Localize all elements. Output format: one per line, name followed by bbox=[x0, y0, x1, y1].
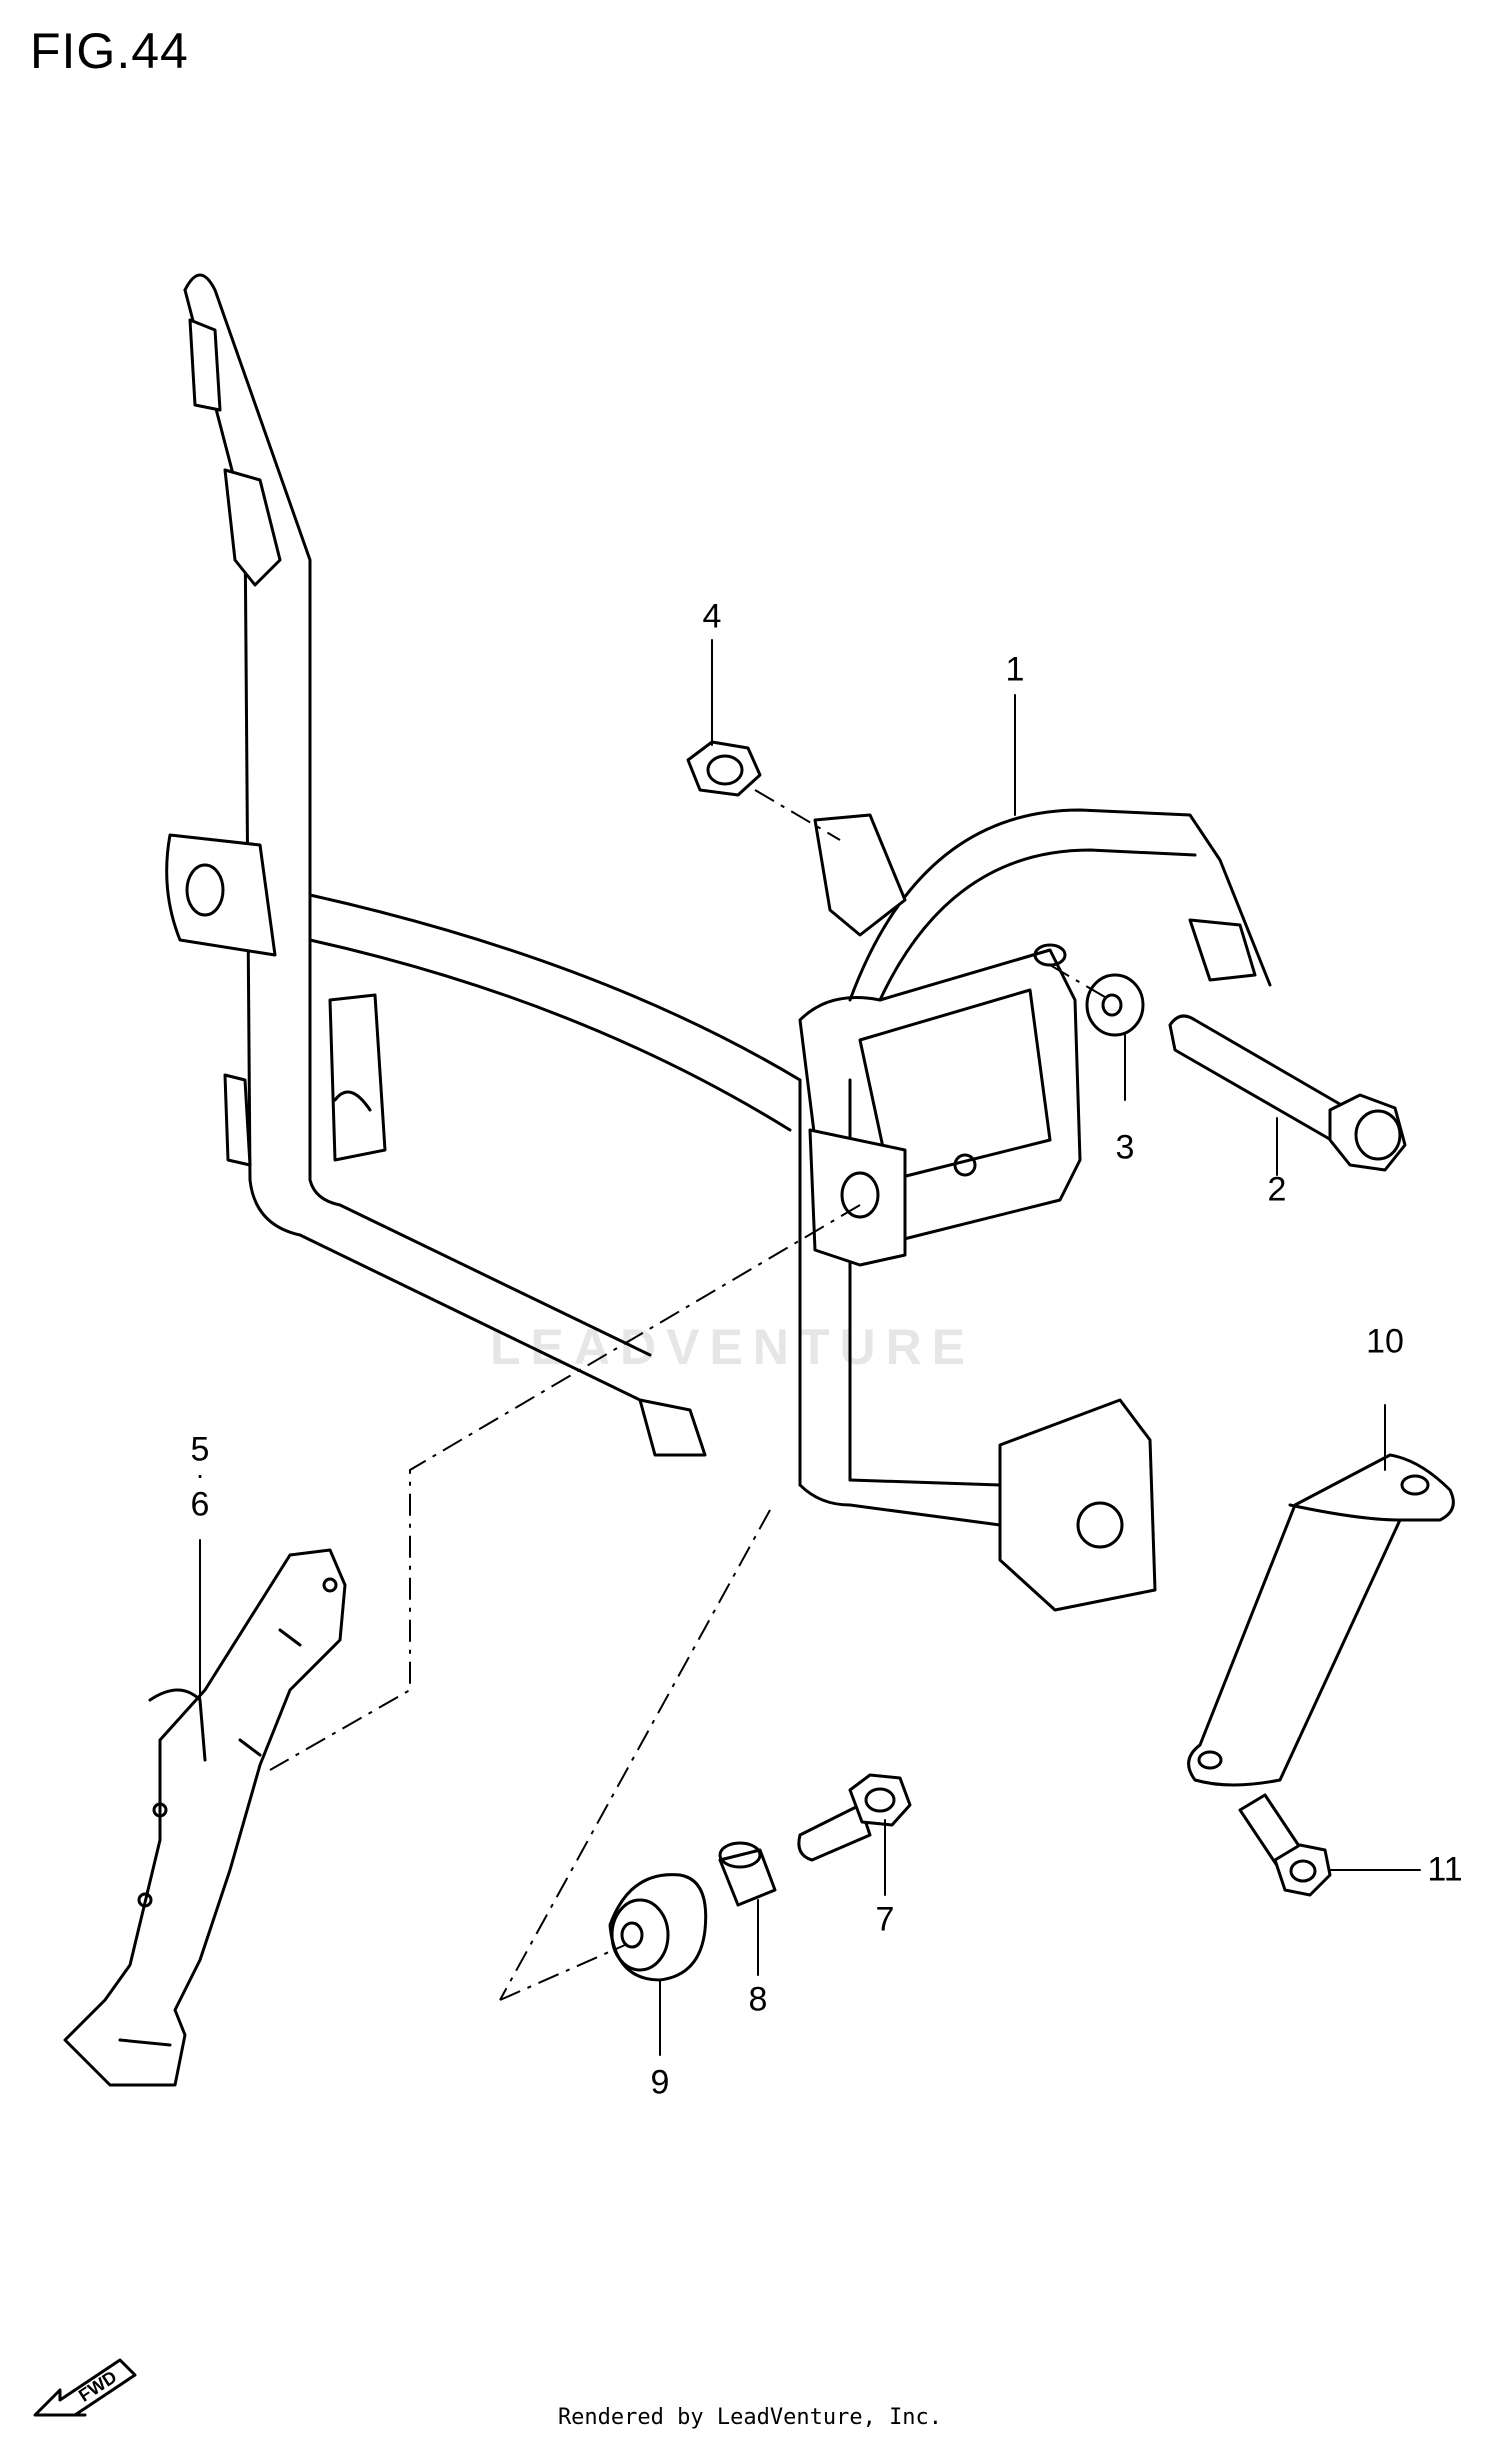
main-bracket-frame bbox=[165, 273, 1272, 1612]
callout-2: 2 bbox=[1267, 1170, 1287, 1209]
callout-1: 1 bbox=[1005, 650, 1025, 689]
figure-title: FIG.44 bbox=[30, 23, 189, 79]
callout-11: 11 bbox=[1427, 1850, 1463, 1889]
part-11-screw bbox=[1238, 1793, 1332, 1897]
part-10-stay bbox=[1187, 1453, 1455, 1787]
part-3-washer bbox=[1085, 973, 1145, 1037]
callout-dot: · bbox=[195, 1459, 205, 1490]
callout-8: 8 bbox=[748, 1980, 768, 2019]
part-9-grommet bbox=[608, 1873, 708, 1982]
part-2-bolt bbox=[1168, 1014, 1407, 1172]
leader-lines bbox=[199, 639, 1421, 2056]
fwd-arrow-icon: FWD bbox=[30, 2345, 140, 2430]
callout-6: 6 bbox=[190, 1485, 210, 1524]
part-8-collar bbox=[718, 1841, 777, 1907]
part-7-bolt bbox=[797, 1773, 912, 1862]
callout-10: 10 bbox=[1366, 1322, 1404, 1361]
part-5-6-side-bracket bbox=[63, 1548, 347, 2087]
assembly-lines bbox=[269, 789, 1111, 2001]
footer-credit: Rendered by LeadVenture, Inc. bbox=[557, 2405, 943, 2430]
callout-3: 3 bbox=[1115, 1128, 1135, 1167]
part-4-nut bbox=[686, 740, 762, 797]
callout-9: 9 bbox=[650, 2063, 670, 2102]
callout-4: 4 bbox=[702, 597, 722, 636]
callout-5: 5 bbox=[190, 1430, 210, 1469]
callout-7: 7 bbox=[875, 1900, 895, 1939]
